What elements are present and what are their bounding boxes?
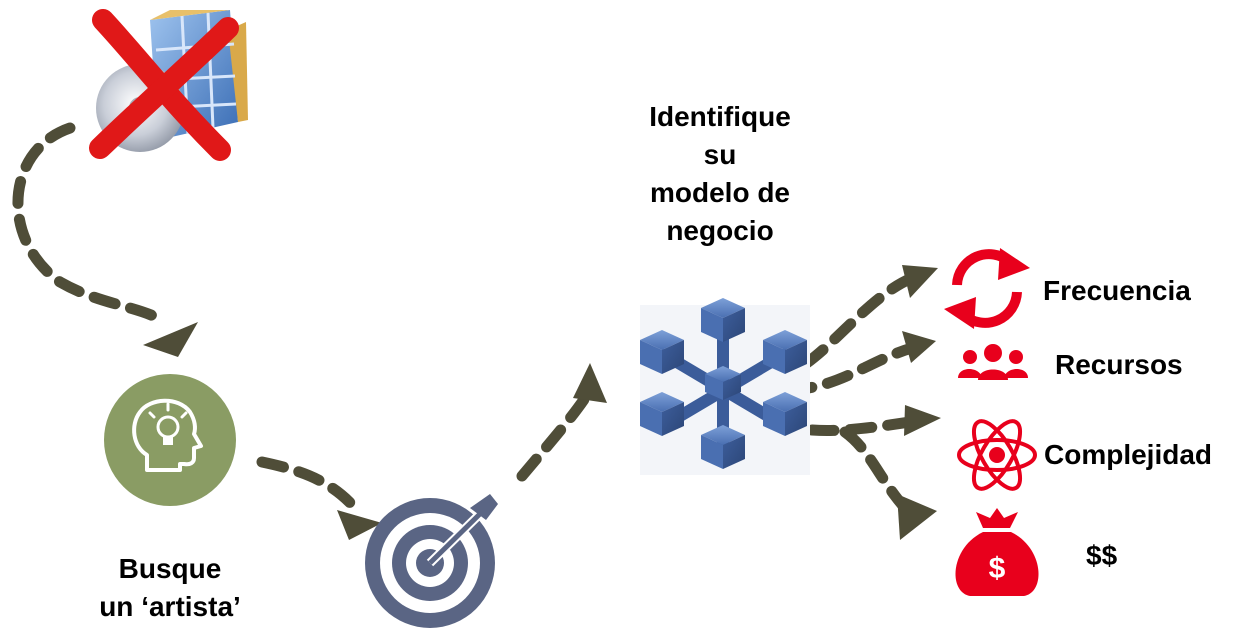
business-model-label: Identifique su modelo de negocio bbox=[600, 98, 840, 250]
arrow-cubes-to-money bbox=[839, 426, 911, 514]
crossed-out-software-box-icon bbox=[89, 9, 248, 161]
business-model-line-2: su bbox=[703, 139, 737, 170]
business-model-line-4: negocio bbox=[666, 215, 774, 246]
factor-money: $$ bbox=[1086, 540, 1118, 571]
sync-arrows-icon bbox=[944, 248, 1030, 329]
arrow-cubes-to-complejidad bbox=[806, 416, 916, 437]
factor-complejidad: Complejidad bbox=[1044, 439, 1213, 470]
arrow-head-to-target bbox=[256, 456, 361, 514]
arrow-target-to-cubes bbox=[516, 392, 591, 482]
artist-label: Busque un ‘artista’ bbox=[80, 550, 260, 626]
atom-icon bbox=[957, 419, 1037, 491]
artist-line-1: Busque bbox=[118, 553, 222, 584]
cube-network-icon bbox=[640, 298, 810, 475]
factor-frecuencia: Frecuencia bbox=[1043, 275, 1191, 306]
cube-nodes bbox=[640, 298, 807, 469]
head-lightbulb-icon bbox=[104, 374, 236, 506]
artist-line-2: un ‘artista’ bbox=[99, 591, 241, 622]
business-model-line-1: Identifique bbox=[649, 101, 791, 132]
money-bag-icon: $ bbox=[955, 508, 1039, 596]
users-icon bbox=[958, 344, 1028, 380]
arrow-box-to-head bbox=[12, 122, 171, 328]
factor-recursos: Recursos bbox=[1055, 349, 1183, 380]
arrowheads bbox=[143, 265, 941, 540]
business-model-line-3: modelo de bbox=[649, 177, 790, 208]
target-arrow-icon bbox=[365, 494, 498, 628]
svg-text:$: $ bbox=[989, 552, 1006, 585]
